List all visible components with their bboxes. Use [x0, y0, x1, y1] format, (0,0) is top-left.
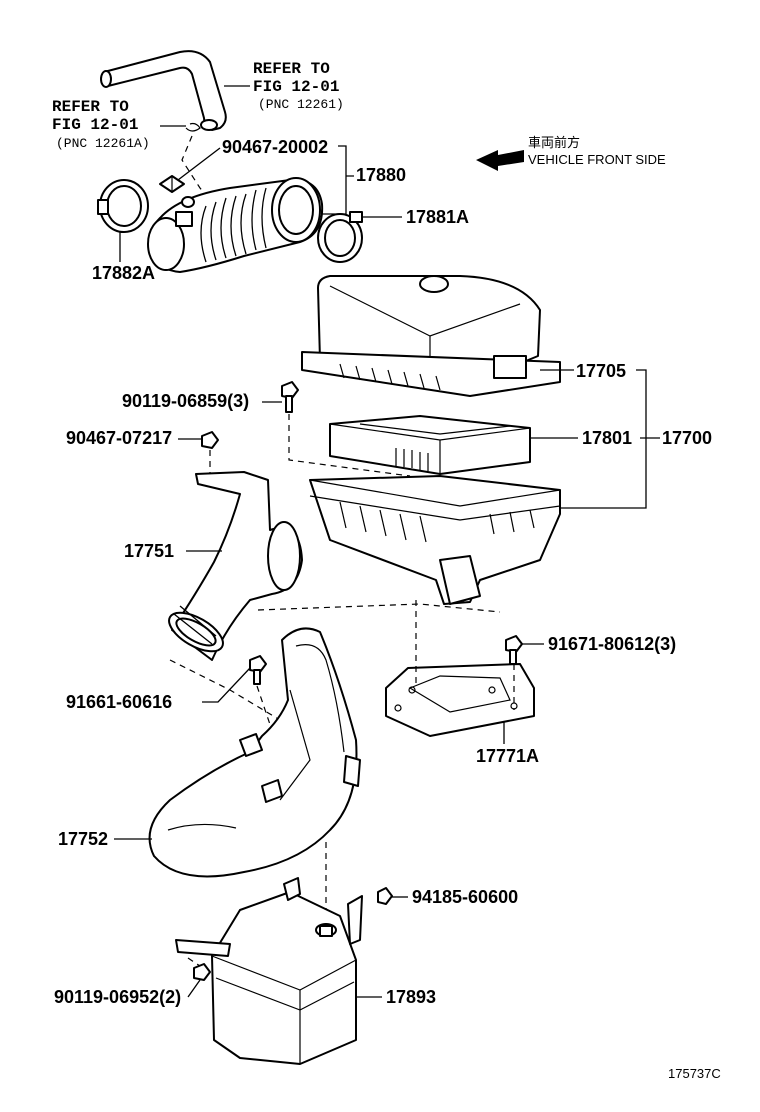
leader-line [202, 667, 251, 703]
reference-line2: FIG 12-01 [253, 78, 339, 96]
part-label-17801[interactable]: 17801 [582, 428, 632, 448]
part-label-17751[interactable]: 17751 [124, 541, 174, 561]
part-label-90467-20002[interactable]: 90467-20002 [222, 137, 328, 157]
part-label-90467-07217[interactable]: 90467-07217 [66, 428, 172, 448]
reference-lower[interactable]: REFER TO FIG 12-01 (PNC 12261A) [52, 98, 150, 151]
part-label-17752[interactable]: 17752 [58, 829, 108, 849]
breather-hose[interactable] [100, 50, 227, 131]
part-label-90119-06859[interactable]: 90119-06859(3) [122, 391, 249, 411]
air-cleaner-cap-17705[interactable] [301, 275, 561, 397]
leader-dash [257, 603, 501, 613]
reference-line1: REFER TO [52, 98, 129, 116]
part-label-17700[interactable]: 17700 [662, 428, 712, 448]
part-label-91661-60616[interactable]: 91661-60616 [66, 692, 172, 712]
bolt-91671-80612[interactable] [505, 635, 523, 665]
leader-dash [187, 957, 201, 967]
leader-line [560, 369, 660, 509]
leader-dash [256, 685, 283, 761]
nut-90467-07217[interactable] [201, 431, 219, 449]
leader-line [187, 979, 201, 998]
reference-line3: (PNC 12261A) [56, 136, 150, 151]
part-label-90119-06952[interactable]: 90119-06952(2) [54, 987, 181, 1007]
bolt-90119-06952[interactable] [193, 963, 211, 981]
part-label-17882A[interactable]: 17882A [92, 263, 155, 283]
air-cleaner-case[interactable] [309, 475, 561, 605]
leader-dash [169, 659, 281, 721]
part-label-91671-80612[interactable]: 91671-80612(3) [548, 634, 676, 654]
diagram-code: 175737C [668, 1066, 721, 1081]
screw-94185-60600[interactable] [377, 887, 393, 905]
filter-element-17801[interactable] [329, 415, 531, 475]
part-label-17880[interactable]: 17880 [356, 165, 406, 185]
leader-dash [288, 414, 411, 477]
reference-line2: FIG 12-01 [52, 116, 138, 134]
part-label-17771A[interactable]: 17771A [476, 746, 539, 766]
resonator-17893[interactable] [175, 877, 363, 1065]
hose-clip[interactable] [185, 122, 201, 132]
leader-line [177, 147, 221, 181]
part-label-94185-60600[interactable]: 94185-60600 [412, 887, 518, 907]
leader-line [322, 145, 354, 215]
intake-hose-17880[interactable] [147, 177, 324, 273]
part-label-17893[interactable]: 17893 [386, 987, 436, 1007]
reference-line1: REFER TO [253, 60, 330, 78]
reference-upper[interactable]: REFER TO FIG 12-01 (PNC 12261) [253, 60, 344, 112]
inlet-duct-17751[interactable] [163, 471, 303, 661]
bolt-90119-06859[interactable] [281, 381, 299, 413]
clamp-17882A[interactable] [97, 179, 149, 233]
bolt-91661-60616[interactable] [249, 655, 267, 685]
vehicle-front-arrow-icon [476, 150, 524, 171]
direction-label-en: VEHICLE FRONT SIDE [528, 152, 666, 167]
part-label-17705[interactable]: 17705 [576, 361, 626, 381]
clamp-17881A[interactable] [317, 211, 363, 263]
leader-dash [181, 135, 211, 201]
reference-line3: (PNC 12261) [258, 97, 344, 112]
bracket-17771A[interactable] [385, 663, 535, 737]
direction-label-jp: 車両前方 [528, 135, 580, 150]
part-label-17881A[interactable]: 17881A [406, 207, 469, 227]
intake-pipe-17752[interactable] [148, 627, 361, 878]
